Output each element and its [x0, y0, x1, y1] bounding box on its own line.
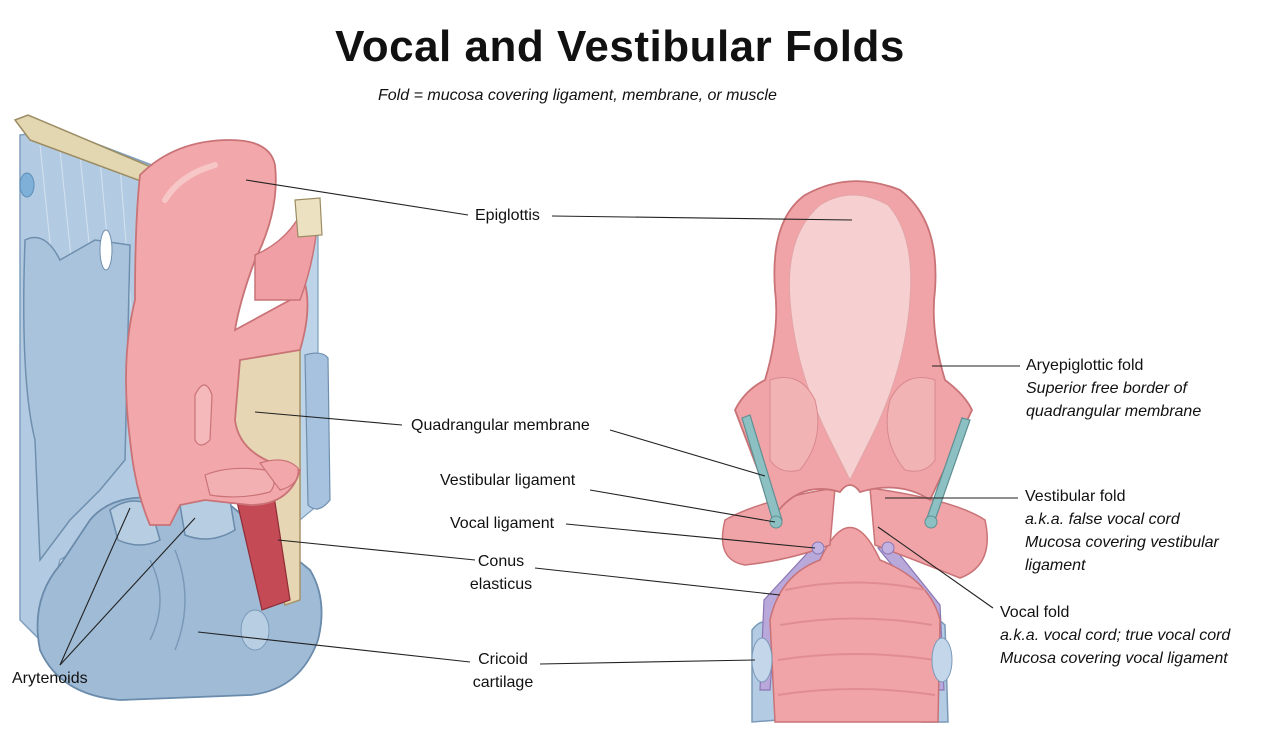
page-subtitle: Fold = mucosa covering ligament, membran…: [378, 87, 777, 104]
label-vocal-fold: Vocal fold a.k.a. vocal cord; true vocal…: [1000, 601, 1230, 670]
vocal-desc-2: Mucosa covering vocal ligament: [1000, 650, 1228, 667]
vocal-fold-title: Vocal fold: [1000, 604, 1070, 621]
aryepiglottic-desc-2: quadrangular membrane: [1026, 403, 1202, 420]
aryepiglottic-title: Aryepiglottic fold: [1026, 357, 1144, 374]
label-conus-line1: Conus: [477, 553, 525, 570]
left-larynx-illustration: [13, 114, 331, 701]
vestibular-desc-3: ligament: [1025, 557, 1086, 574]
vestibular-fold-title: Vestibular fold: [1025, 488, 1126, 505]
label-aryepiglottic-fold: Aryepiglottic fold Superior free border …: [1026, 354, 1201, 423]
label-epiglottis: Epiglottis: [475, 207, 540, 224]
label-conus-elasticus: Conus elasticus: [467, 550, 535, 596]
vestibular-desc-2: Mucosa covering vestibular: [1025, 534, 1219, 551]
label-cricoid-line2: cartilage: [472, 674, 534, 691]
label-quadrangular-membrane: Quadrangular membrane: [411, 417, 590, 434]
vestibular-desc-1: a.k.a. false vocal cord: [1025, 511, 1180, 528]
vocal-desc-1: a.k.a. vocal cord; true vocal cord: [1000, 627, 1231, 644]
page-title: Vocal and Vestibular Folds: [335, 22, 905, 71]
label-vocal-ligament: Vocal ligament: [450, 515, 555, 532]
label-cricoid-line1: Cricoid: [478, 651, 528, 668]
label-conus-line2: elasticus: [469, 576, 533, 593]
label-vestibular-fold: Vestibular fold a.k.a. false vocal cord …: [1025, 485, 1219, 577]
label-vestibular-ligament: Vestibular ligament: [440, 472, 576, 489]
aryepiglottic-desc-1: Superior free border of: [1026, 380, 1187, 397]
label-arytenoids: Arytenoids: [12, 670, 88, 687]
right-larynx-illustration: [721, 180, 988, 723]
leader-lines: [59, 179, 1020, 666]
label-cricoid-cartilage: Cricoid cartilage: [468, 648, 538, 694]
